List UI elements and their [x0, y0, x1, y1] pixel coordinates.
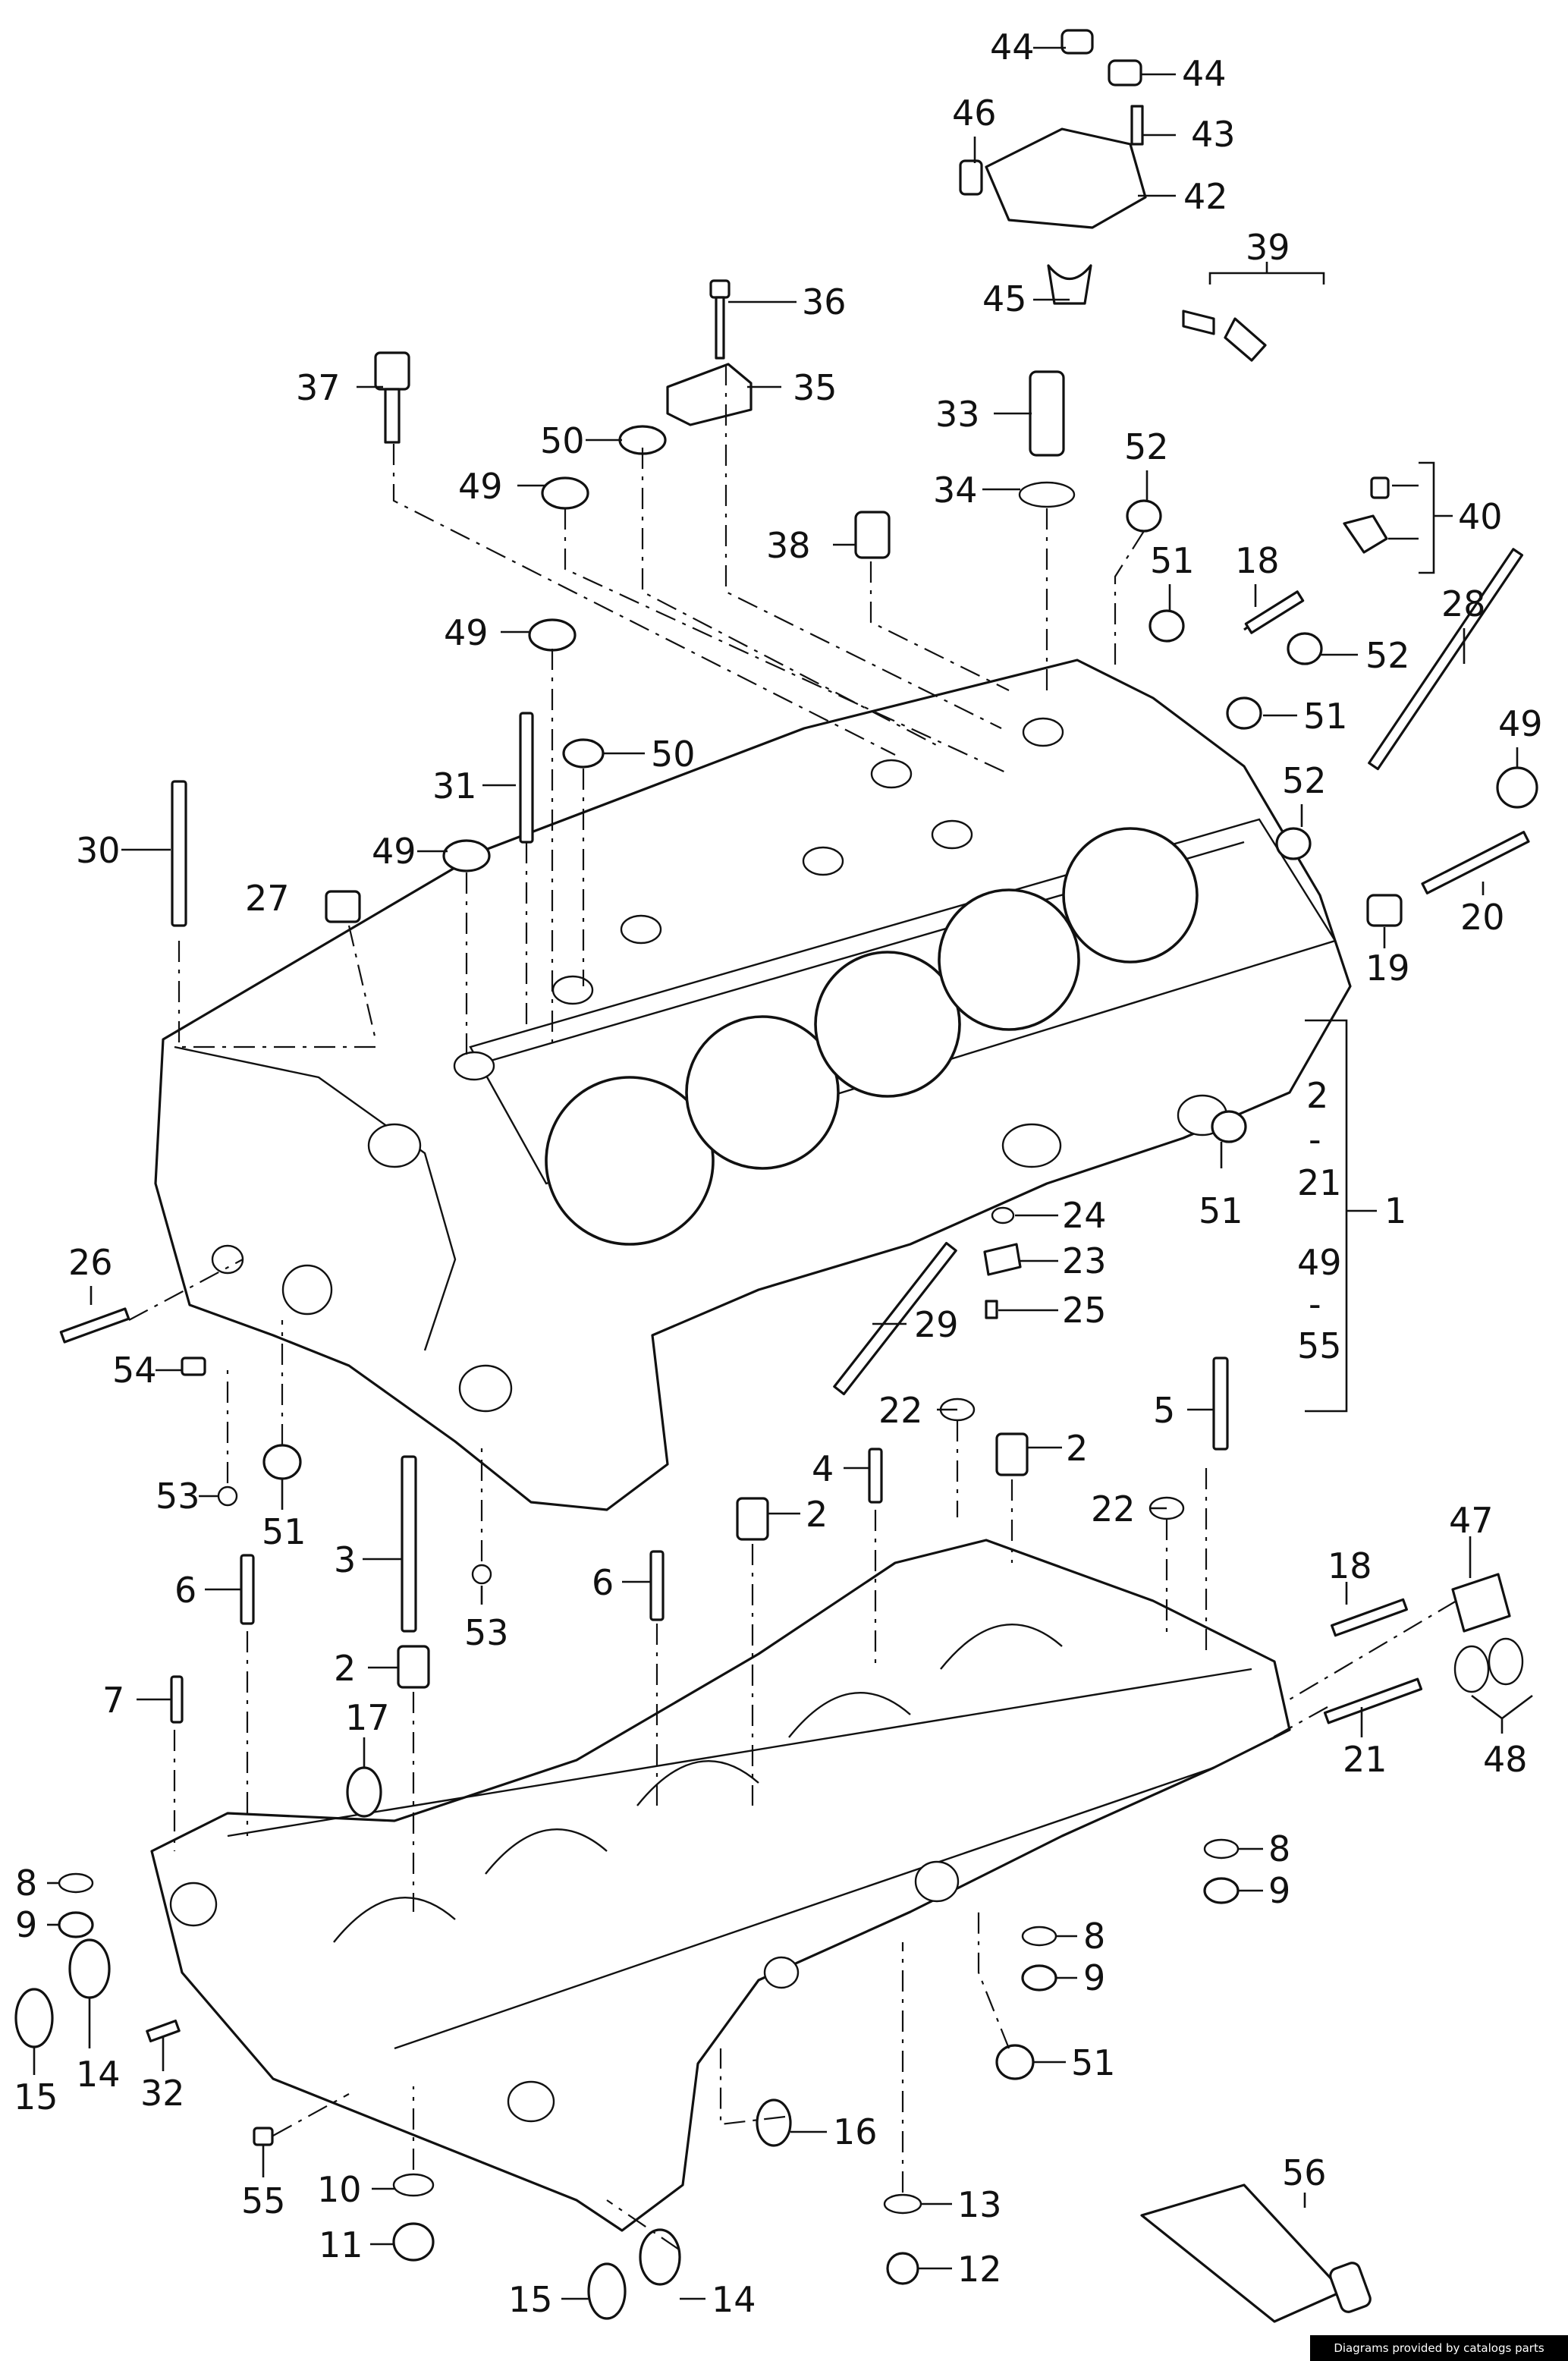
callout-15a: 15	[14, 2076, 58, 2117]
callout-27: 27	[245, 878, 290, 919]
callout-31: 31	[432, 766, 477, 806]
callout-50a: 50	[540, 420, 585, 461]
callout-12: 12	[957, 2249, 1002, 2290]
leader-lines	[33, 46, 1533, 2300]
callout-19: 19	[1365, 948, 1410, 989]
callout-56: 56	[1282, 2152, 1327, 2193]
callout-9c: 9	[1083, 1957, 1105, 1998]
callout-11: 11	[319, 2224, 363, 2265]
group-label-2: 2	[1306, 1075, 1328, 1116]
lower-crankcase	[150, 1539, 1291, 2232]
callout-40: 40	[1458, 496, 1503, 537]
callout-54: 54	[112, 1350, 157, 1391]
callout-48: 48	[1483, 1739, 1528, 1780]
assembly-lines	[128, 364, 1457, 2250]
callout-25: 25	[1062, 1290, 1107, 1331]
callout-42: 42	[1183, 176, 1228, 217]
callout-18b: 18	[1328, 1545, 1372, 1586]
callout-4: 4	[812, 1448, 834, 1489]
callout-53a: 53	[156, 1476, 200, 1517]
callout-24: 24	[1062, 1195, 1107, 1236]
callout-2a: 2	[1066, 1428, 1088, 1469]
callout-49a: 49	[458, 466, 503, 507]
callout-13: 13	[957, 2184, 1002, 2225]
callout-51b: 51	[1303, 696, 1348, 737]
callout-51e: 51	[1071, 2042, 1116, 2083]
callout-labels: 44 44 46 43 42 39 45 36 37 35 33 50 52 4…	[14, 27, 1543, 2320]
callout-2c: 2	[334, 1648, 356, 1689]
callout-17: 17	[345, 1697, 390, 1738]
callout-28: 28	[1441, 583, 1486, 624]
callout-7: 7	[102, 1680, 124, 1721]
callout-18a: 18	[1235, 540, 1280, 581]
callout-49c: 49	[1498, 703, 1543, 744]
callout-49b: 49	[444, 612, 489, 653]
callout-52c: 52	[1282, 760, 1327, 801]
upper-crankcase	[154, 659, 1352, 1511]
group-label-55: 55	[1297, 1325, 1342, 1366]
callout-14b: 14	[712, 2279, 756, 2320]
group-label-49: 49	[1297, 1242, 1342, 1283]
group-label-21: 21	[1297, 1162, 1342, 1203]
callout-6b: 6	[592, 1562, 614, 1603]
callout-9b: 9	[1268, 1870, 1290, 1911]
callout-52a: 52	[1124, 426, 1169, 467]
group-label-dash-1: -	[1309, 1119, 1321, 1160]
callout-46: 46	[952, 93, 997, 134]
callout-16: 16	[833, 2111, 878, 2152]
callout-36: 36	[802, 281, 847, 322]
callout-8c: 8	[1083, 1916, 1105, 1957]
callout-5: 5	[1153, 1390, 1175, 1431]
callout-33: 33	[935, 394, 980, 435]
callout-22b: 22	[1091, 1489, 1136, 1529]
callout-51a: 51	[1150, 540, 1195, 581]
callout-30: 30	[76, 830, 121, 871]
callout-22a: 22	[878, 1390, 923, 1431]
callout-20: 20	[1460, 897, 1505, 938]
callout-51c: 51	[1199, 1190, 1243, 1231]
callout-53b: 53	[464, 1612, 509, 1653]
callout-35: 35	[793, 367, 837, 408]
callout-26: 26	[68, 1242, 113, 1283]
callout-47: 47	[1449, 1500, 1494, 1541]
callout-51d: 51	[262, 1511, 306, 1552]
callout-43: 43	[1191, 114, 1236, 155]
callout-49d: 49	[372, 831, 416, 872]
callout-14a: 14	[76, 2054, 121, 2095]
callout-32: 32	[140, 2073, 185, 2114]
callout-45: 45	[982, 278, 1027, 319]
callout-9a: 9	[15, 1904, 37, 1945]
callout-38: 38	[766, 525, 811, 566]
callout-2b: 2	[806, 1494, 828, 1535]
callout-29: 29	[914, 1304, 959, 1345]
small-parts	[14, 29, 1538, 2323]
callout-37: 37	[296, 367, 341, 408]
callout-44b: 44	[1182, 53, 1227, 94]
group-label-dash-2: -	[1309, 1284, 1321, 1325]
callout-21: 21	[1343, 1739, 1387, 1780]
callout-1: 1	[1384, 1190, 1406, 1231]
callout-15b: 15	[508, 2279, 553, 2320]
callout-6a: 6	[174, 1570, 196, 1611]
callout-8b: 8	[1268, 1828, 1290, 1869]
callout-34: 34	[933, 470, 978, 511]
callout-44a: 44	[990, 27, 1035, 68]
credit-banner: Diagrams provided by catalogs parts	[1310, 2335, 1568, 2361]
callout-50b: 50	[651, 734, 696, 775]
callout-39: 39	[1246, 227, 1290, 268]
callout-10: 10	[317, 2169, 362, 2210]
callout-8a: 8	[15, 1863, 37, 1904]
callout-52b: 52	[1365, 635, 1410, 676]
callout-55: 55	[241, 2180, 286, 2221]
callout-23: 23	[1062, 1240, 1107, 1281]
callout-3: 3	[334, 1539, 356, 1580]
